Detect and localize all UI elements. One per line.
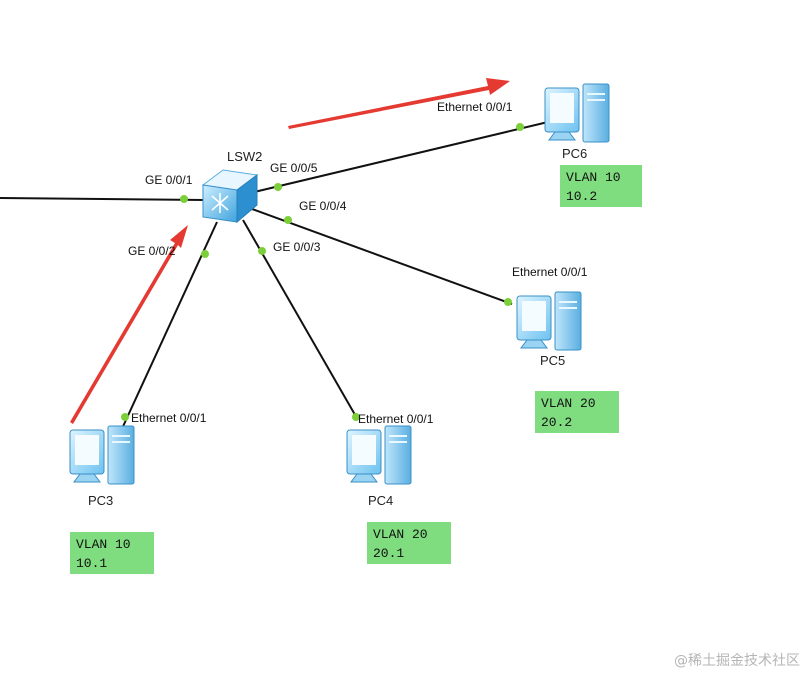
port-dot — [180, 195, 188, 203]
addr-text: 10.2 — [566, 189, 598, 204]
arrow-to-pc6 — [288, 78, 510, 129]
port-dot — [284, 216, 292, 224]
port-dot — [352, 413, 360, 421]
vlan-note-pc3: VLAN 10 10.1 — [70, 532, 154, 574]
link-pc6 — [249, 121, 549, 194]
addr-text: 20.1 — [373, 546, 405, 561]
port-label-ge002: GE 0/0/2 — [128, 244, 176, 258]
port-label-pc6: Ethernet 0/0/1 — [437, 100, 513, 114]
port-label-ge005: GE 0/0/5 — [270, 161, 318, 175]
vlan-text: VLAN 20 — [373, 527, 428, 542]
pc-icon[interactable] — [544, 83, 610, 143]
vlan-text: VLAN 10 — [566, 170, 621, 185]
port-label-pc3: Ethernet 0/0/1 — [131, 411, 207, 425]
vlan-note-pc4: VLAN 20 20.1 — [367, 522, 451, 564]
arrow-from-pc3 — [70, 225, 188, 424]
link-pc3 — [119, 221, 218, 434]
pc4-label: PC4 — [368, 493, 394, 508]
addr-text: 10.1 — [76, 556, 108, 571]
vlan-text: VLAN 20 — [541, 396, 596, 411]
port-label-ge003: GE 0/0/3 — [273, 240, 321, 254]
port-label-pc5: Ethernet 0/0/1 — [512, 265, 588, 279]
pc-icon[interactable] — [69, 425, 135, 485]
addr-text: 20.2 — [541, 415, 573, 430]
traffic-arrows — [70, 78, 510, 424]
vlan-note-pc6: VLAN 10 10.2 — [560, 165, 642, 207]
port-dot — [201, 250, 209, 258]
port-dot — [516, 123, 524, 131]
port-dot — [258, 247, 266, 255]
pc-icon[interactable] — [516, 291, 582, 351]
link-pc5 — [251, 208, 513, 305]
switch-icon[interactable] — [201, 169, 259, 224]
port-label-uplink: GE 0/0/1 — [145, 173, 193, 187]
port-dots — [121, 123, 524, 421]
pc3-label: PC3 — [88, 493, 114, 508]
port-dot — [274, 183, 282, 191]
pc6-label: PC6 — [562, 146, 588, 161]
port-dot — [121, 413, 129, 421]
port-dot — [504, 298, 512, 306]
switch-label: LSW2 — [227, 149, 263, 164]
pc-icon[interactable] — [346, 425, 412, 485]
vlan-text: VLAN 10 — [76, 537, 131, 552]
pc5-label: PC5 — [540, 353, 566, 368]
link-uplink — [0, 197, 206, 201]
watermark: @稀土掘金技术社区 — [674, 653, 800, 669]
vlan-note-pc5: VLAN 20 20.2 — [535, 391, 619, 433]
port-label-pc4: Ethernet 0/0/1 — [358, 412, 434, 426]
port-label-ge004: GE 0/0/4 — [299, 199, 347, 213]
